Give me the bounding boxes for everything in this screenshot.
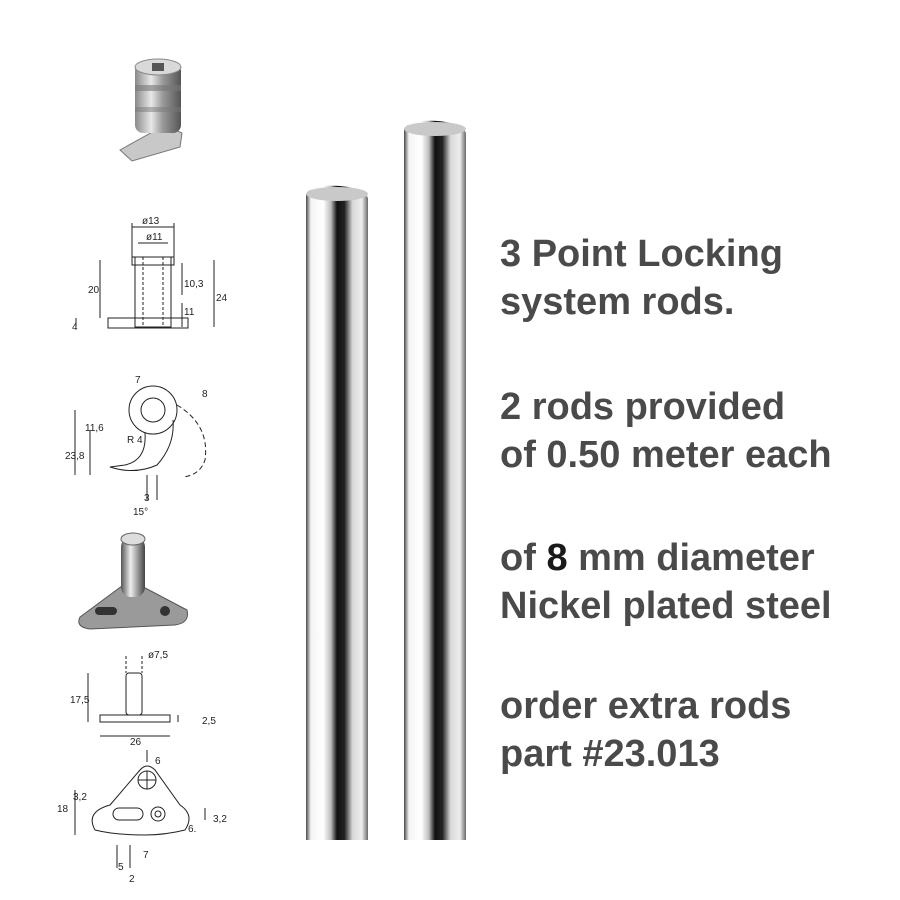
title-line-1: 3 Point Locking [500,233,783,275]
dim-24: 24 [216,293,228,304]
dim-11: 11 [184,307,195,318]
diameter-value: 8 [546,537,568,579]
order-line-2: part #23.013 [500,733,720,775]
material-line: Nickel plated steel [500,585,832,627]
striker-pin-drawing: ø7,5 17,5 2,5 26 [70,650,216,748]
dim-side-11-6: 11,6 [85,423,104,434]
rods-line-2: of 0.50 meter each [500,434,832,476]
diameter-suffix: mm diameter [567,537,815,579]
order-line-1: order extra rods [500,685,792,727]
dim-base-3-2a: 3,2 [73,792,87,803]
dim-pin-26: 26 [130,737,142,748]
dim-side-15: 15° [133,507,148,518]
dim-side-23-8: 23,8 [65,451,85,462]
dim-side-3: 3 [144,493,150,504]
hook-latch-drawing: ø13 ø11 20 10,3 24 11 4 [72,216,228,333]
hook-side-drawing: 7 8 11,6 23,8 R 4 3 15° [65,375,208,518]
dim-side-8: 8 [202,389,208,400]
dim-base-3-2b: 3,2 [213,814,227,825]
dim-base-5: 5 [118,862,124,873]
diameter-prefix: of [500,537,547,579]
dim-4: 4 [72,322,78,333]
dim-base-7: 7 [143,850,149,861]
dim-pin-17-5: 17,5 [70,695,90,706]
dim-base-2: 2 [129,874,135,885]
rod-left [306,185,368,840]
dim-pin-d7-5: ø7,5 [148,650,168,661]
dim-20: 20 [88,285,100,296]
rod-right [404,120,466,840]
dim-d11: ø11 [146,232,163,243]
dim-base-18: 18 [57,804,69,815]
product-description: 3 Point Locking system rods. [500,230,783,326]
dim-d13: ø13 [142,216,160,227]
dim-base-6b: 6. [188,824,196,835]
base-plate-drawing: 6 3,2 18 3,2 6. 5 7 2 [57,750,227,885]
dim-side-7: 7 [135,375,141,386]
dim-10-3: 10,3 [184,279,204,290]
dim-side-r4: R 4 [127,435,143,446]
diameter-line: of 8 mm diameter [500,534,832,582]
dim-pin-2-5: 2,5 [202,716,216,727]
rods-provided: 2 rods provided of 0.50 meter each [500,383,832,479]
rods-line-1: 2 rods provided [500,386,786,428]
rod-spec: of 8 mm diameter Nickel plated steel [500,534,832,630]
title-line-2: system rods. [500,281,735,323]
hook-latch-photo [119,58,183,162]
dim-base-6: 6 [155,756,161,767]
order-info: order extra rods part #23.013 [500,682,791,778]
striker-pin-photo [78,532,188,630]
